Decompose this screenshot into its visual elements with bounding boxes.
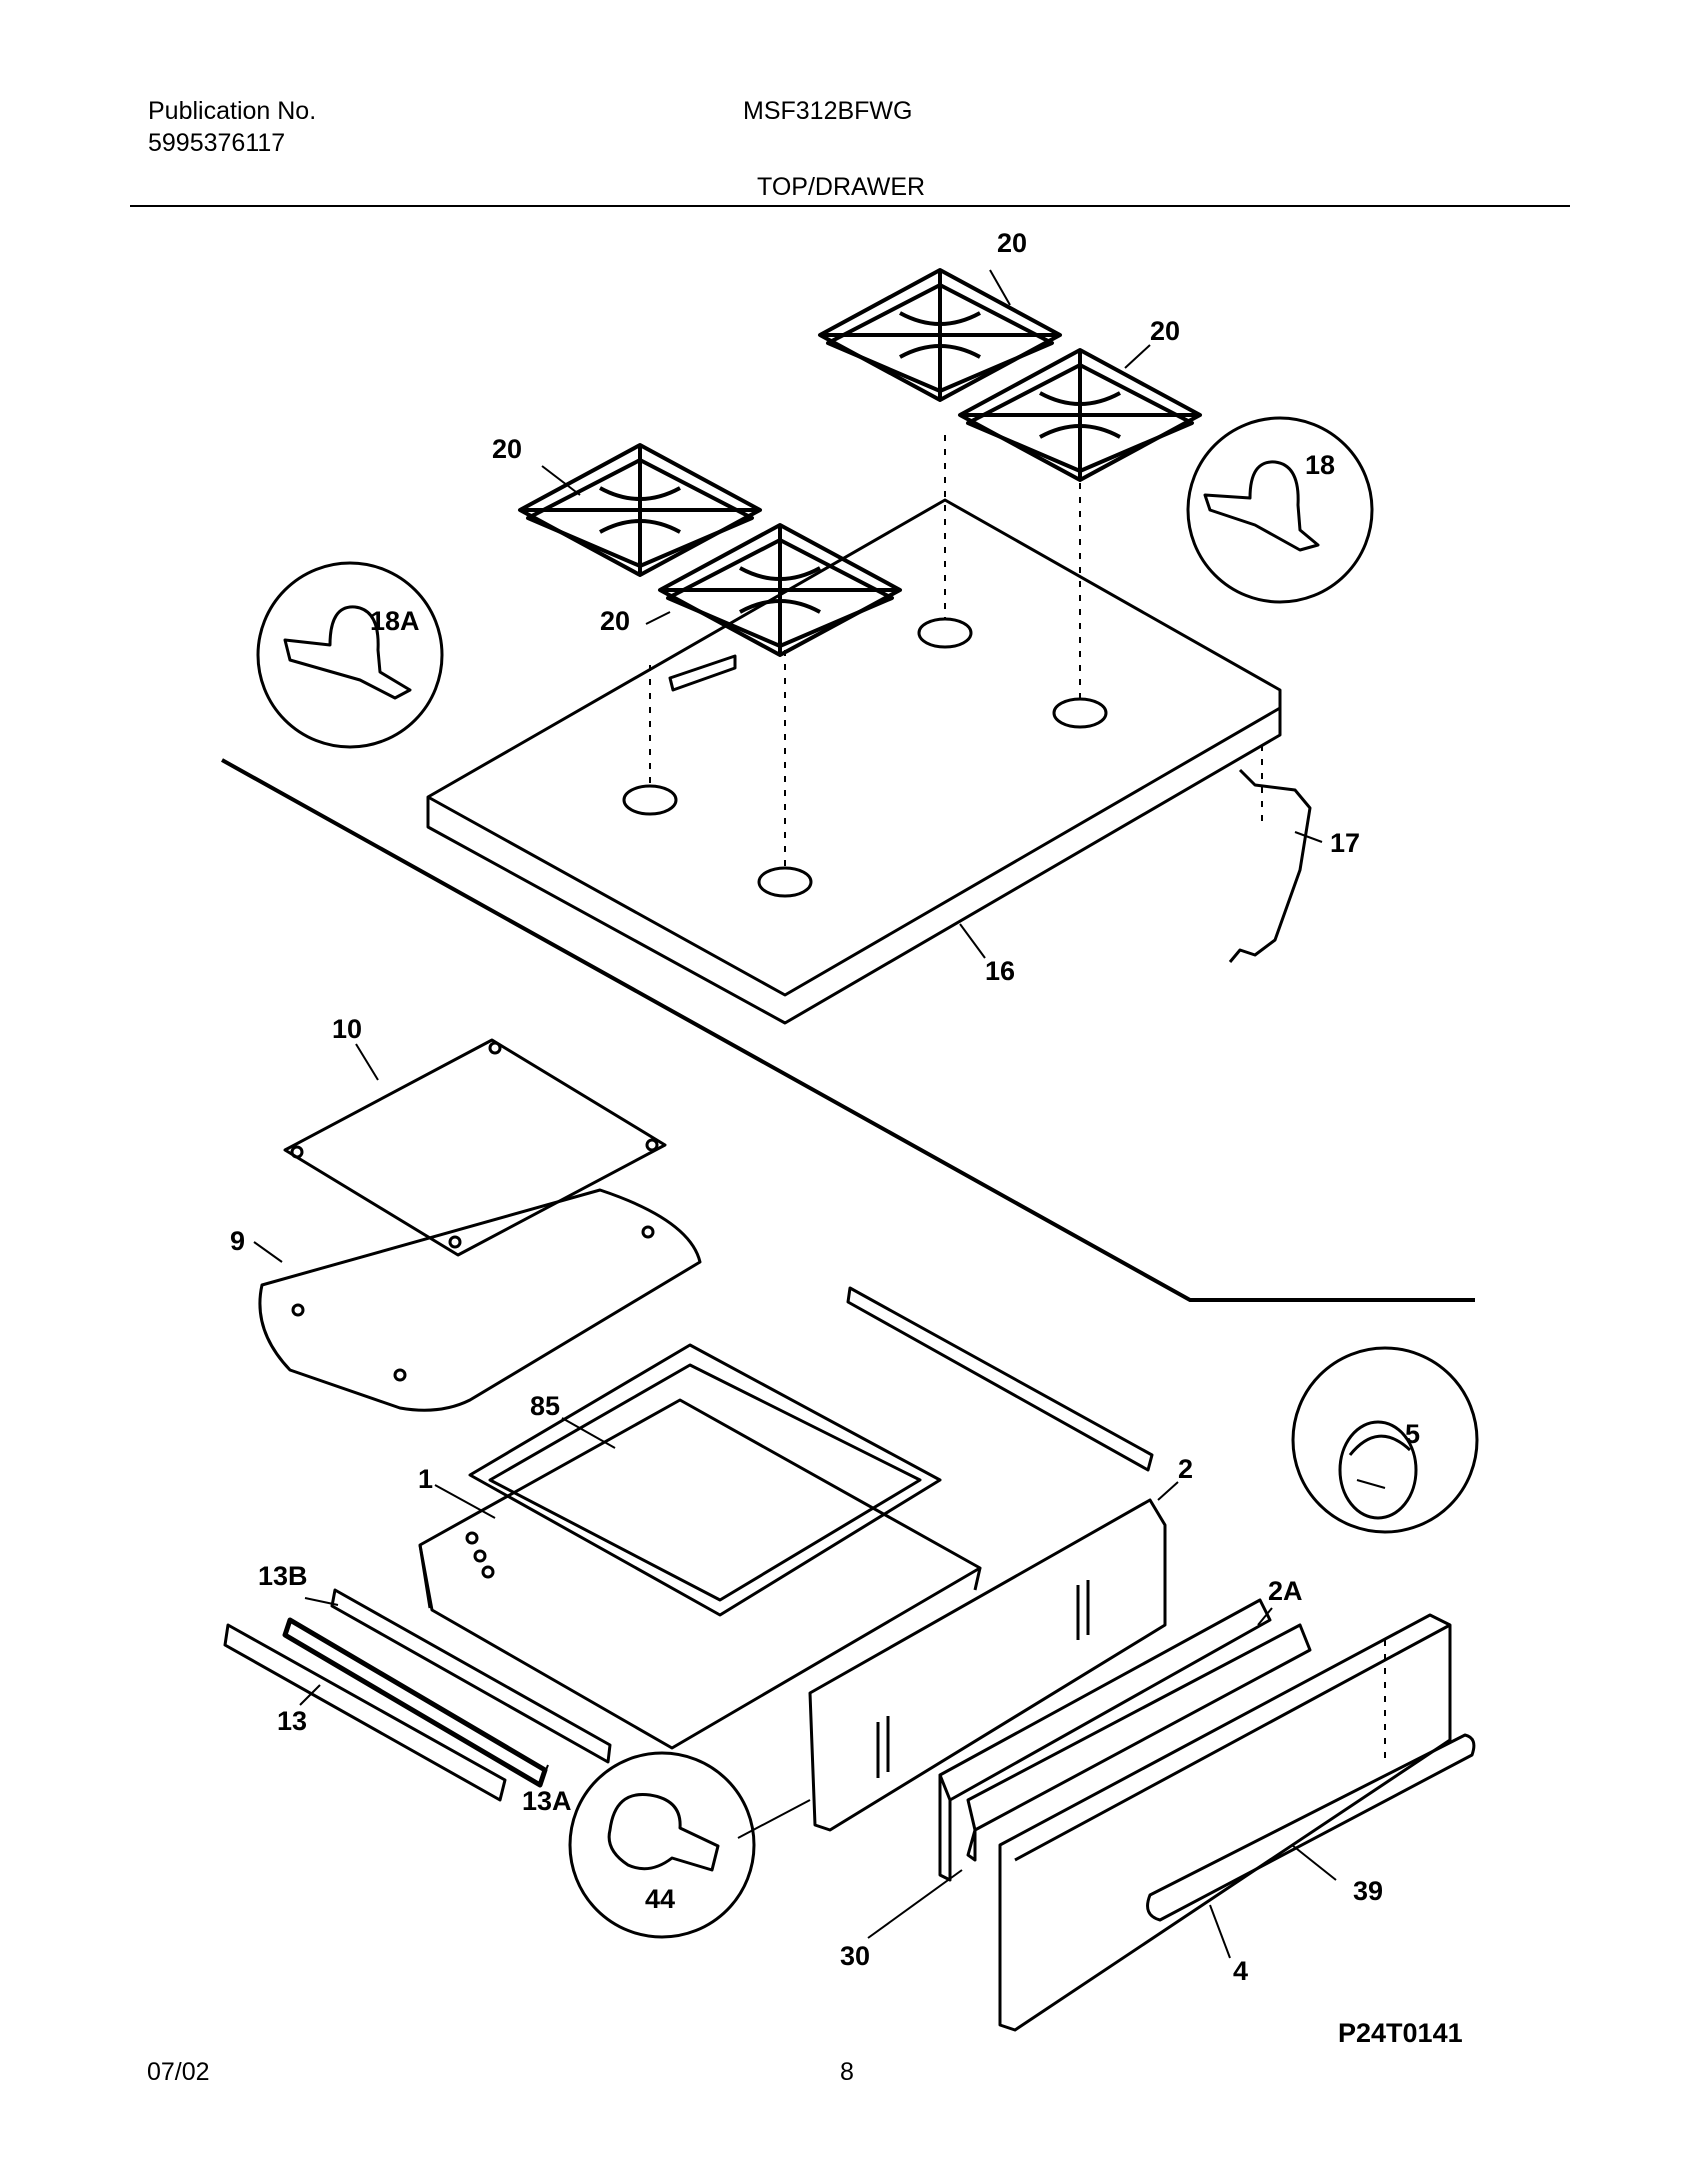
publication-label: Publication No. — [148, 97, 317, 125]
leader-lines — [253, 269, 1386, 1959]
callout-grate-back-right: 20 — [1150, 316, 1180, 346]
drawer-front-part — [808, 1498, 1167, 1832]
callout-drawer-body: 1 — [418, 1464, 433, 1494]
rail-13b-part — [330, 1588, 612, 1764]
callout-bracket-left: 18A — [370, 606, 420, 636]
maintop-part — [426, 498, 1282, 1025]
callout-grate-front-left: 20 — [492, 434, 522, 464]
footer-date: 07/02 — [147, 2058, 210, 2086]
callout-drawer-rack: 85 — [530, 1391, 560, 1421]
model-number: MSF312BFWG — [743, 97, 913, 125]
callout-insulation-bottom: 9 — [230, 1226, 245, 1256]
section-title: TOP/DRAWER — [757, 173, 926, 201]
callout-front-insulation: 30 — [840, 1941, 870, 1971]
grate-front-right — [658, 523, 902, 657]
callout-rail-inner: 13A — [522, 1786, 572, 1816]
front-panel-part — [998, 1613, 1452, 2032]
callout-grate-back-left: 20 — [997, 228, 1027, 258]
bracket-18-detail — [1186, 416, 1374, 604]
insulation-bottom-part — [258, 1188, 702, 1412]
bracket-18a-detail — [256, 561, 444, 749]
callout-clip: 44 — [645, 1884, 675, 1914]
callout-wire-support: 17 — [1330, 828, 1360, 858]
drawer-body-part — [418, 1398, 982, 1750]
callout-maintop: 16 — [985, 956, 1015, 986]
panel-trim-part — [938, 1598, 1272, 1882]
grate-back-left — [818, 268, 1062, 402]
front-insulation-part — [966, 1623, 1312, 1862]
drawer-rack-part — [468, 1343, 942, 1617]
clip-44-detail — [568, 1751, 756, 1939]
callout-rail-left: 13 — [277, 1706, 307, 1736]
callout-handle: 39 — [1353, 1876, 1383, 1906]
callout-panel-trim: 2A — [1268, 1576, 1303, 1606]
header-rule — [130, 205, 1570, 207]
callout-drawer-front: 2 — [1178, 1454, 1193, 1484]
footer-page-number: 8 — [840, 2058, 854, 2086]
rail-13-part — [223, 1623, 507, 1802]
callout-rail-back: 13B — [258, 1561, 308, 1591]
publication-number: 5995376117 — [148, 129, 286, 157]
callout-bumper: 5 — [1405, 1419, 1420, 1449]
figure-code: P24T0141 — [1338, 2018, 1463, 2048]
wire-support-part — [1228, 768, 1312, 963]
insulation-top-part — [283, 1038, 667, 1257]
rail-back-part — [846, 1286, 1154, 1472]
grate-back-right — [958, 348, 1202, 482]
grate-front-left — [518, 443, 762, 577]
callout-front-panel: 4 — [1233, 1956, 1248, 1986]
callout-insulation-top: 10 — [332, 1014, 362, 1044]
callout-bracket-right: 18 — [1305, 450, 1335, 480]
divider-line — [221, 758, 1475, 1302]
handle-part — [1146, 1733, 1476, 1922]
bumper-5-detail — [1291, 1346, 1479, 1534]
callout-grate-front-right: 20 — [600, 606, 630, 636]
